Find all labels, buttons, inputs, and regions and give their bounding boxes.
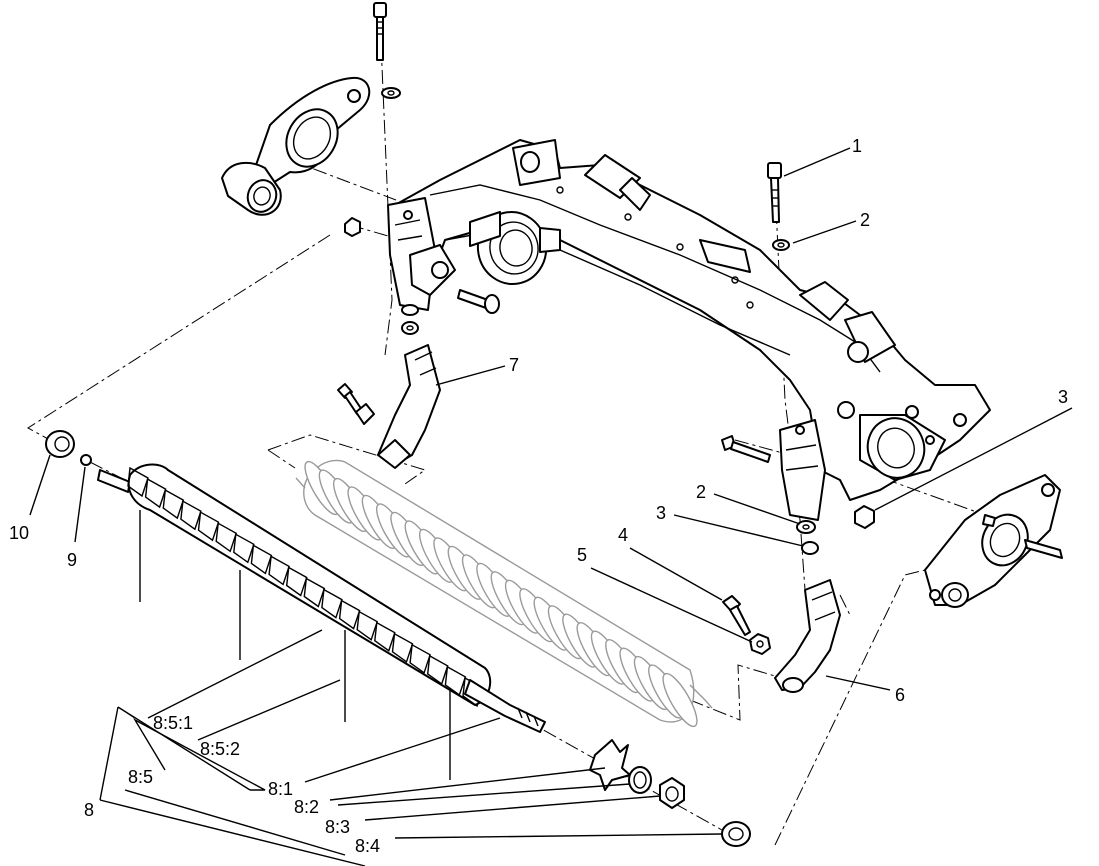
roller-ghost	[295, 459, 713, 728]
callout-8-5-1: 8:5:1	[153, 713, 193, 733]
reel-blade	[285, 566, 308, 597]
nut-left-top	[344, 217, 361, 237]
callout-8-5: 8:5	[128, 767, 153, 787]
reel-blade	[426, 654, 449, 686]
bolt-item-1	[767, 162, 782, 223]
reel-blade	[250, 544, 273, 575]
reel-blade	[180, 500, 202, 531]
washer-left	[381, 87, 401, 99]
callout-10: 10	[9, 523, 29, 543]
bearing-8-2	[628, 766, 652, 794]
seal-item-10	[45, 430, 75, 458]
washer-item-9	[80, 454, 92, 466]
callout-3-lower: 3	[656, 503, 666, 523]
callout-8-5-2: 8:5:2	[200, 739, 240, 759]
reel-blade	[303, 577, 326, 608]
callout-1: 1	[852, 136, 862, 156]
nut-item-3b	[801, 541, 819, 555]
pin	[457, 289, 500, 314]
reel-blade	[356, 610, 379, 641]
reel-blade	[391, 632, 414, 663]
callout-3-right: 3	[1058, 387, 1068, 407]
callout-7: 7	[509, 355, 519, 375]
callout-9: 9	[67, 550, 77, 570]
reel-blade	[338, 599, 361, 630]
washers-left	[401, 304, 419, 335]
reel-blade	[409, 643, 431, 674]
callout-8-2: 8:2	[294, 797, 319, 817]
bracket-item-7	[377, 344, 441, 469]
nut-item-3a	[854, 505, 875, 529]
bolt-right-frame	[721, 435, 771, 463]
callout-5: 5	[577, 545, 587, 565]
washer-item-2b	[796, 520, 816, 534]
reel-blade	[162, 488, 185, 520]
callout-2-top: 2	[860, 210, 870, 230]
washer-8-4	[721, 821, 751, 847]
reel-blade	[215, 522, 238, 553]
reel-blade	[321, 588, 343, 619]
callout-8-3: 8:3	[325, 817, 350, 837]
reel-blade	[374, 621, 396, 652]
nut-8-1	[589, 739, 631, 791]
callout-2-lower: 2	[696, 482, 706, 502]
callout-8-4: 8:4	[355, 836, 380, 856]
roller-rib	[662, 672, 698, 728]
seal-8-3	[659, 777, 685, 809]
reel-blade	[233, 533, 255, 564]
callout-6: 6	[895, 685, 905, 705]
callout-4: 4	[618, 525, 628, 545]
bearing-housing-right	[924, 474, 1063, 608]
bolt-left	[373, 2, 387, 61]
leader-lines	[29, 147, 1073, 866]
callout-labels: 1 2 3 2 3 4 5 6 7 8 9 10 8:5 8:5:1 8:5:2…	[9, 136, 1068, 856]
reel-blade	[268, 555, 290, 586]
screw-item-7	[337, 383, 375, 425]
callout-8-1: 8:1	[268, 779, 293, 799]
reel-blade	[197, 511, 220, 542]
bearing-housing-left	[221, 76, 371, 216]
reel-blade	[444, 665, 467, 697]
main-frame	[387, 139, 991, 521]
bolt-item-4	[722, 595, 751, 636]
washer-item-2	[772, 239, 790, 251]
callout-8: 8	[84, 800, 94, 820]
bracket-item-6	[774, 579, 841, 693]
reel-blade	[144, 477, 167, 509]
nut-item-5	[749, 633, 771, 655]
reel-blade	[127, 466, 149, 498]
reel-item-8	[97, 463, 546, 780]
